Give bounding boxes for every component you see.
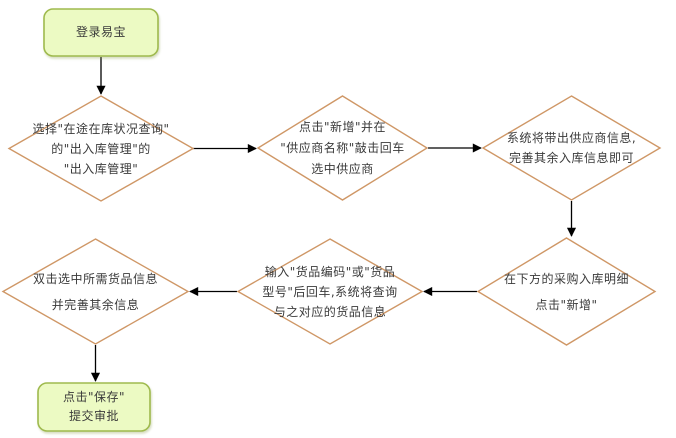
decision-5-shape	[236, 238, 424, 345]
decision-2-shape	[256, 95, 429, 201]
decision-3-shape	[481, 95, 662, 201]
end-terminator-shape	[37, 382, 151, 432]
decision-1-shape	[7, 95, 195, 202]
decision-4-shape	[476, 237, 657, 346]
start-terminator-shape	[43, 8, 159, 57]
decision-6-shape	[1, 238, 190, 345]
